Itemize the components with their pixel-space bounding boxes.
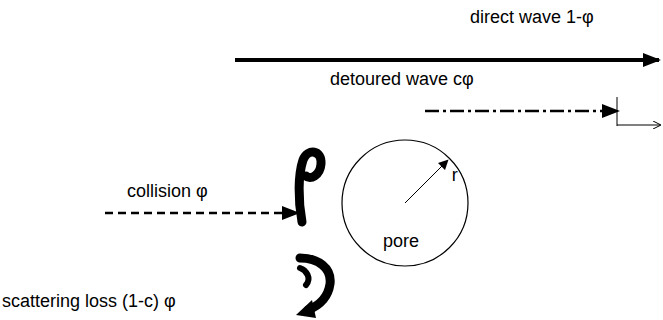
wave-label: detoured wave cφ	[330, 70, 474, 90]
wave-label: scattering loss (1-c) φ	[2, 292, 176, 312]
wave-label: collision φ	[127, 182, 208, 202]
pore-circle: r pore	[340, 138, 470, 268]
radius-label: r	[452, 166, 458, 186]
pore-label: pore	[383, 232, 419, 252]
wave-label: direct wave 1-φ	[470, 8, 594, 28]
